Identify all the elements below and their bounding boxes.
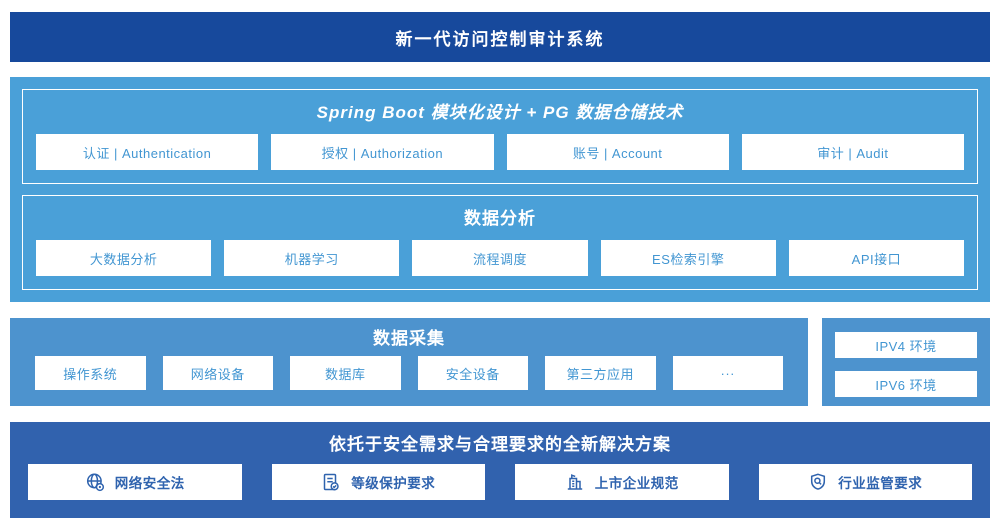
solution-items: 网络安全法 等级保护要求	[28, 464, 972, 500]
architecture-items: 认证 | Authentication 授权 | Authorization 账…	[36, 134, 964, 170]
system-title: 新一代访问控制审计系统	[395, 29, 605, 49]
platform-section: Spring Boot 模块化设计 + PG 数据仓储技术 认证 | Authe…	[10, 77, 990, 302]
architecture-box: Spring Boot 模块化设计 + PG 数据仓储技术 认证 | Authe…	[22, 89, 978, 184]
analysis-box: 数据分析 大数据分析 机器学习 流程调度 ES检索引擎 API接口	[22, 195, 978, 290]
analysis-box-api: API接口	[788, 240, 965, 276]
globe-icon	[85, 472, 105, 492]
collection-section: 数据采集 操作系统 网络设备 数据库 安全设备 第三方应用 ···	[10, 318, 808, 406]
solution-box-listed-company: 上市企业规范	[515, 464, 729, 500]
solution-box-classified-protection: 等级保护要求	[271, 464, 485, 500]
title-banner: 新一代访问控制审计系统	[10, 12, 990, 62]
solution-label: 行业监管要求	[838, 476, 923, 491]
source-box-network-device: 网络设备	[162, 356, 273, 390]
module-box-authorization: 授权 | Authorization	[271, 134, 494, 170]
solution-box-industry-regulation: 行业监管要求	[758, 464, 972, 500]
analysis-box-ml: 机器学习	[224, 240, 400, 276]
solution-section: 依托于安全需求与合理要求的全新解决方案 网络安全法	[10, 422, 990, 518]
collection-title: 数据采集	[373, 329, 445, 348]
architecture-title: Spring Boot 模块化设计 + PG 数据仓储技术	[316, 103, 684, 122]
shield-search-icon	[808, 472, 828, 492]
analysis-box-es: ES检索引擎	[600, 240, 776, 276]
solution-label: 上市企业规范	[594, 476, 679, 491]
analysis-items: 大数据分析 机器学习 流程调度 ES检索引擎 API接口	[36, 240, 965, 276]
module-box-authentication: 认证 | Authentication	[36, 134, 259, 170]
collection-row: 数据采集 操作系统 网络设备 数据库 安全设备 第三方应用 ··· IPV4 环…	[10, 318, 990, 406]
analysis-box-bigdata: 大数据分析	[36, 240, 212, 276]
env-box-ipv4: IPV4 环境	[835, 332, 977, 358]
env-box-ipv6: IPV6 环境	[835, 371, 977, 397]
module-box-account: 账号 | Account	[506, 134, 729, 170]
analysis-title: 数据分析	[464, 209, 536, 228]
analysis-box-workflow: 流程调度	[412, 240, 588, 276]
document-check-icon	[321, 472, 341, 492]
solution-label: 等级保护要求	[351, 476, 436, 491]
source-box-more: ···	[672, 356, 783, 390]
solution-label: 网络安全法	[114, 476, 185, 491]
collection-items: 操作系统 网络设备 数据库 安全设备 第三方应用 ···	[35, 356, 783, 390]
environment-panel: IPV4 环境 IPV6 环境	[822, 318, 990, 406]
source-box-security-device: 安全设备	[417, 356, 528, 390]
module-box-audit: 审计 | Audit	[741, 134, 964, 170]
building-icon	[565, 472, 585, 492]
diagram-root: 新一代访问控制审计系统 Spring Boot 模块化设计 + PG 数据仓储技…	[10, 12, 990, 518]
solution-title: 依托于安全需求与合理要求的全新解决方案	[329, 435, 671, 454]
solution-box-cybersecurity-law: 网络安全法	[28, 464, 242, 500]
source-box-database: 数据库	[290, 356, 401, 390]
source-box-os: 操作系统	[35, 356, 146, 390]
source-box-third-party: 第三方应用	[545, 356, 656, 390]
